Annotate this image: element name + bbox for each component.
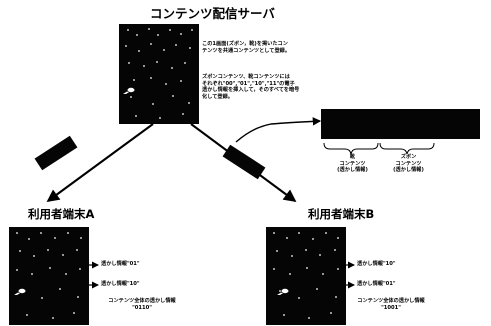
terminal-b-title: 利用者端末B	[308, 207, 375, 221]
packet-label-pants-content: ズボン コンテンツ (透かし情報)	[393, 154, 424, 174]
callout-arrow	[235, 117, 322, 143]
terminal-a-summary-value: "0110"	[132, 305, 152, 311]
encrypted-content-packet	[321, 109, 480, 139]
terminal-a-watermark-line-1: 透かし情報"01"	[101, 261, 140, 267]
brace-pants-content	[379, 142, 435, 155]
terminal-a-watermark-line-2: 透かし情報"10"	[101, 281, 140, 287]
arrow-to-terminal-a	[46, 123, 154, 203]
terminal-b-summary-value: "1001"	[381, 305, 401, 311]
server-title: コンテンツ配信サーバ	[150, 6, 275, 21]
server-note-common-content: この1画面(ズボン，靴)を掲いたコン テンツを共通コンテンツとして登録。	[202, 41, 291, 54]
packet-block-right	[222, 144, 266, 180]
terminal-a-title: 利用者端末A	[28, 207, 95, 221]
terminal-b-screen	[266, 227, 346, 325]
terminal-b-watermark-line-2: 透かし情報"01"	[357, 281, 396, 287]
terminal-a-summary-label: コンテンツ全体の透かし情報	[108, 298, 176, 304]
server-screen	[119, 24, 199, 124]
packet-label-shoe-content: 靴 コンテンツ (透かし情報)	[337, 154, 368, 174]
brace-shoe-content	[323, 142, 379, 155]
terminal-b-summary-label: コンテンツ全体の透かし情報	[357, 298, 425, 304]
terminal-a-screen	[9, 227, 89, 325]
terminal-b-watermark-line-1: 透かし情報"10"	[357, 261, 396, 267]
packet-block-left	[34, 135, 78, 171]
server-note-watermark-insertion: ズボンコンテンツ、靴コンテンツには それぞれ"00","01","10","11…	[202, 74, 300, 100]
